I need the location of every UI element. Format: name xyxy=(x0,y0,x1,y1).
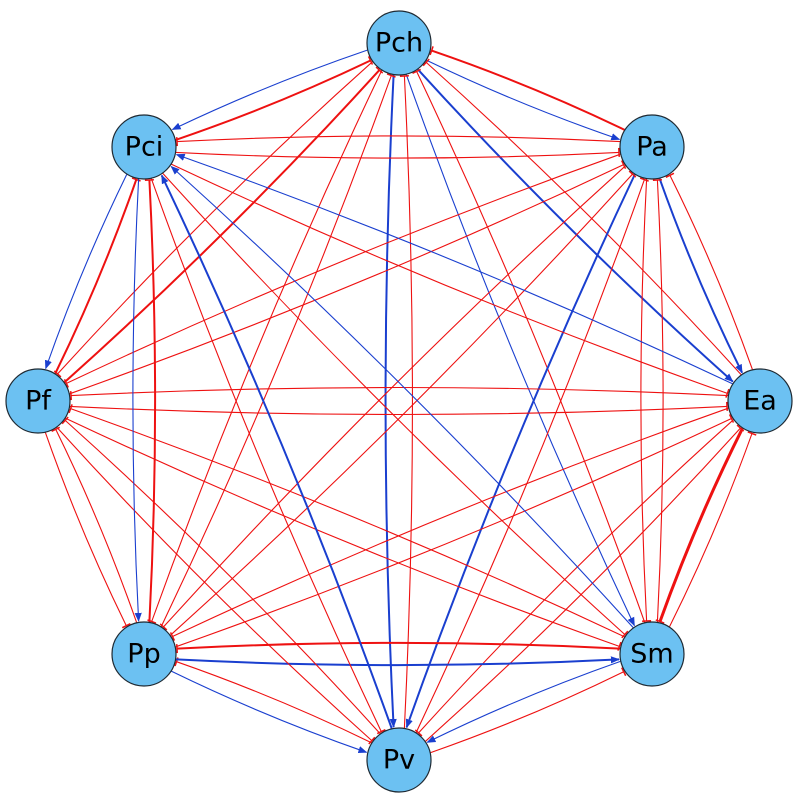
node-Pv[interactable]: Pv xyxy=(366,727,432,793)
node-label-Pch: Pch xyxy=(375,28,423,59)
edge-Pa-Pp-inhibition xyxy=(159,165,626,631)
edge-Pp-Pci-inhibition xyxy=(144,179,157,623)
edge-Pp-Sm-activation xyxy=(175,656,620,667)
edge-Pf-Pa-inhibition xyxy=(69,160,627,395)
edge-Pch-Pf-inhibition xyxy=(53,61,373,378)
edge-Pv-Sm-inhibition xyxy=(430,667,627,754)
edge-Pv-Pp-inhibition xyxy=(174,657,372,744)
edge-Pa-Sm-inhibition xyxy=(640,178,652,622)
node-label-Ea: Ea xyxy=(743,386,777,417)
edge-Pp-Pch-inhibition xyxy=(160,73,396,627)
node-label-Pci: Pci xyxy=(125,132,164,163)
edge-Ea-Pci-activation xyxy=(175,153,733,385)
edge-Pv-Pf-inhibition xyxy=(61,416,381,734)
edge-Pv-Pa-inhibition xyxy=(415,177,649,733)
edge-Pci-Pv-inhibition xyxy=(150,178,386,735)
edge-Sm-Pv-activation xyxy=(426,660,621,743)
edge-Sm-Pa-inhibition xyxy=(652,179,664,623)
edge-Ea-Pf-inhibition xyxy=(70,386,729,401)
edge-Sm-Pp-inhibition xyxy=(176,641,621,654)
edge-Pci-Pf-activation xyxy=(44,174,128,370)
edge-Ea-Sm-inhibition xyxy=(655,427,744,624)
edge-Pci-Pch-inhibition xyxy=(175,56,374,141)
edge-Pch-Pv-activation xyxy=(384,74,397,728)
node-Ea[interactable]: Ea xyxy=(727,368,793,434)
edge-Sm-Ea-inhibition xyxy=(669,431,757,627)
node-Sm[interactable]: Sm xyxy=(619,621,685,687)
node-Pp[interactable]: Pp xyxy=(111,621,177,687)
edge-Pp-Pv-activation xyxy=(171,670,368,754)
edge-Pa-Pci-inhibition xyxy=(176,135,621,147)
edge-Pch-Pa-activation xyxy=(426,59,621,141)
edge-Pp-Pf-inhibition xyxy=(51,426,138,623)
node-label-Pa: Pa xyxy=(636,132,668,163)
edge-Pf-Ea-inhibition xyxy=(69,401,728,416)
edge-Pci-Ea-inhibition xyxy=(171,163,730,398)
edge-Pch-Pp-inhibition xyxy=(147,70,383,624)
edge-Pp-Pa-inhibition xyxy=(170,170,637,636)
edge-Pf-Pch-inhibition xyxy=(63,66,384,384)
node-Pch[interactable]: Pch xyxy=(366,10,432,76)
edge-Pci-Pp-activation xyxy=(132,178,142,622)
edge-Pci-Sm-inhibition xyxy=(162,173,629,639)
edge-Ea-Pa-inhibition xyxy=(665,172,753,370)
edge-Pv-Pch-inhibition xyxy=(399,75,413,729)
node-Pci[interactable]: Pci xyxy=(111,114,177,180)
node-label-Pp: Pp xyxy=(127,639,160,670)
edge-Pf-Pp-inhibition xyxy=(44,432,131,629)
node-Pa[interactable]: Pa xyxy=(619,114,685,180)
edge-Sm-Pf-inhibition xyxy=(68,404,625,638)
edge-Pch-Ea-activation xyxy=(417,68,734,383)
edge-Pa-Pch-inhibition xyxy=(429,46,625,131)
node-layer: Pch Pa Ea Sm Pv Pp Pf Pci xyxy=(5,10,793,793)
edge-Sm-Pch-inhibition xyxy=(412,68,646,623)
node-label-Pf: Pf xyxy=(25,386,52,417)
edge-Pf-Pci-inhibition xyxy=(54,177,141,374)
edge-Pa-Pv-activation xyxy=(405,174,636,729)
edge-Pv-Ea-inhibition xyxy=(425,424,745,742)
node-Pf[interactable]: Pf xyxy=(5,368,71,434)
edge-Ea-Pv-inhibition xyxy=(414,419,734,737)
edge-layer xyxy=(44,46,757,754)
edge-Pch-Pci-activation xyxy=(171,49,368,130)
edge-Pf-Pv-inhibition xyxy=(56,427,376,745)
edge-Pci-Pa-inhibition xyxy=(175,147,620,159)
edge-Pa-Pf-inhibition xyxy=(63,153,621,388)
node-label-Sm: Sm xyxy=(630,639,673,670)
node-label-Pv: Pv xyxy=(383,745,415,776)
edge-Ea-Pch-inhibition xyxy=(422,58,742,375)
edge-Pv-Pci-activation xyxy=(160,174,393,729)
edge-Sm-Pci-activation xyxy=(170,165,634,628)
edge-Ea-Pp-inhibition xyxy=(169,407,729,641)
edge-Pa-Ea-activation xyxy=(658,178,743,374)
edge-Pf-Sm-inhibition xyxy=(65,417,622,651)
edge-Pp-Ea-inhibition xyxy=(175,414,735,648)
edge-Pch-Sm-activation xyxy=(405,74,635,627)
